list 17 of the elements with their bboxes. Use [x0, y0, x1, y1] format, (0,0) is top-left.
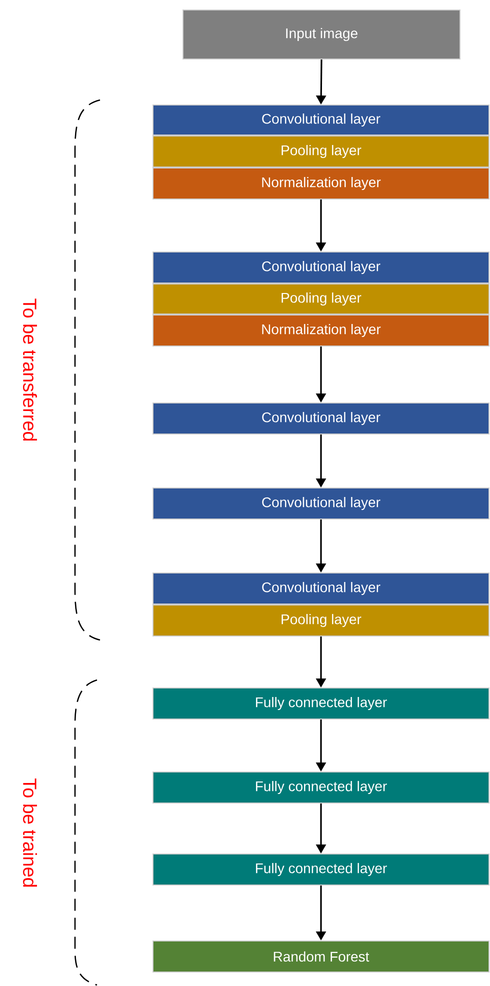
- layer-band: Convolutional layer: [152, 402, 490, 434]
- input-box: Input image: [182, 10, 460, 60]
- layer-band: Pooling layer: [152, 136, 490, 168]
- classifier-box: Random Forest: [152, 940, 490, 972]
- layer-band: Fully connected layer: [152, 688, 490, 720]
- layer-band: Convolutional layer: [152, 104, 490, 136]
- layer-band: Pooling layer: [152, 284, 490, 315]
- layer-band: Normalization layer: [152, 314, 490, 346]
- layer-band: Fully connected layer: [152, 854, 490, 886]
- layer-band: Convolutional layer: [152, 572, 490, 604]
- layer-band: Convolutional layer: [152, 252, 490, 284]
- layer-band: Convolutional layer: [152, 488, 490, 520]
- layer-band: Pooling layer: [152, 604, 490, 636]
- section-label: To be trained: [23, 778, 37, 887]
- layer-band: Normalization layer: [152, 168, 490, 200]
- section-label: To be transferred: [23, 298, 37, 441]
- layer-band: Fully connected layer: [152, 772, 490, 804]
